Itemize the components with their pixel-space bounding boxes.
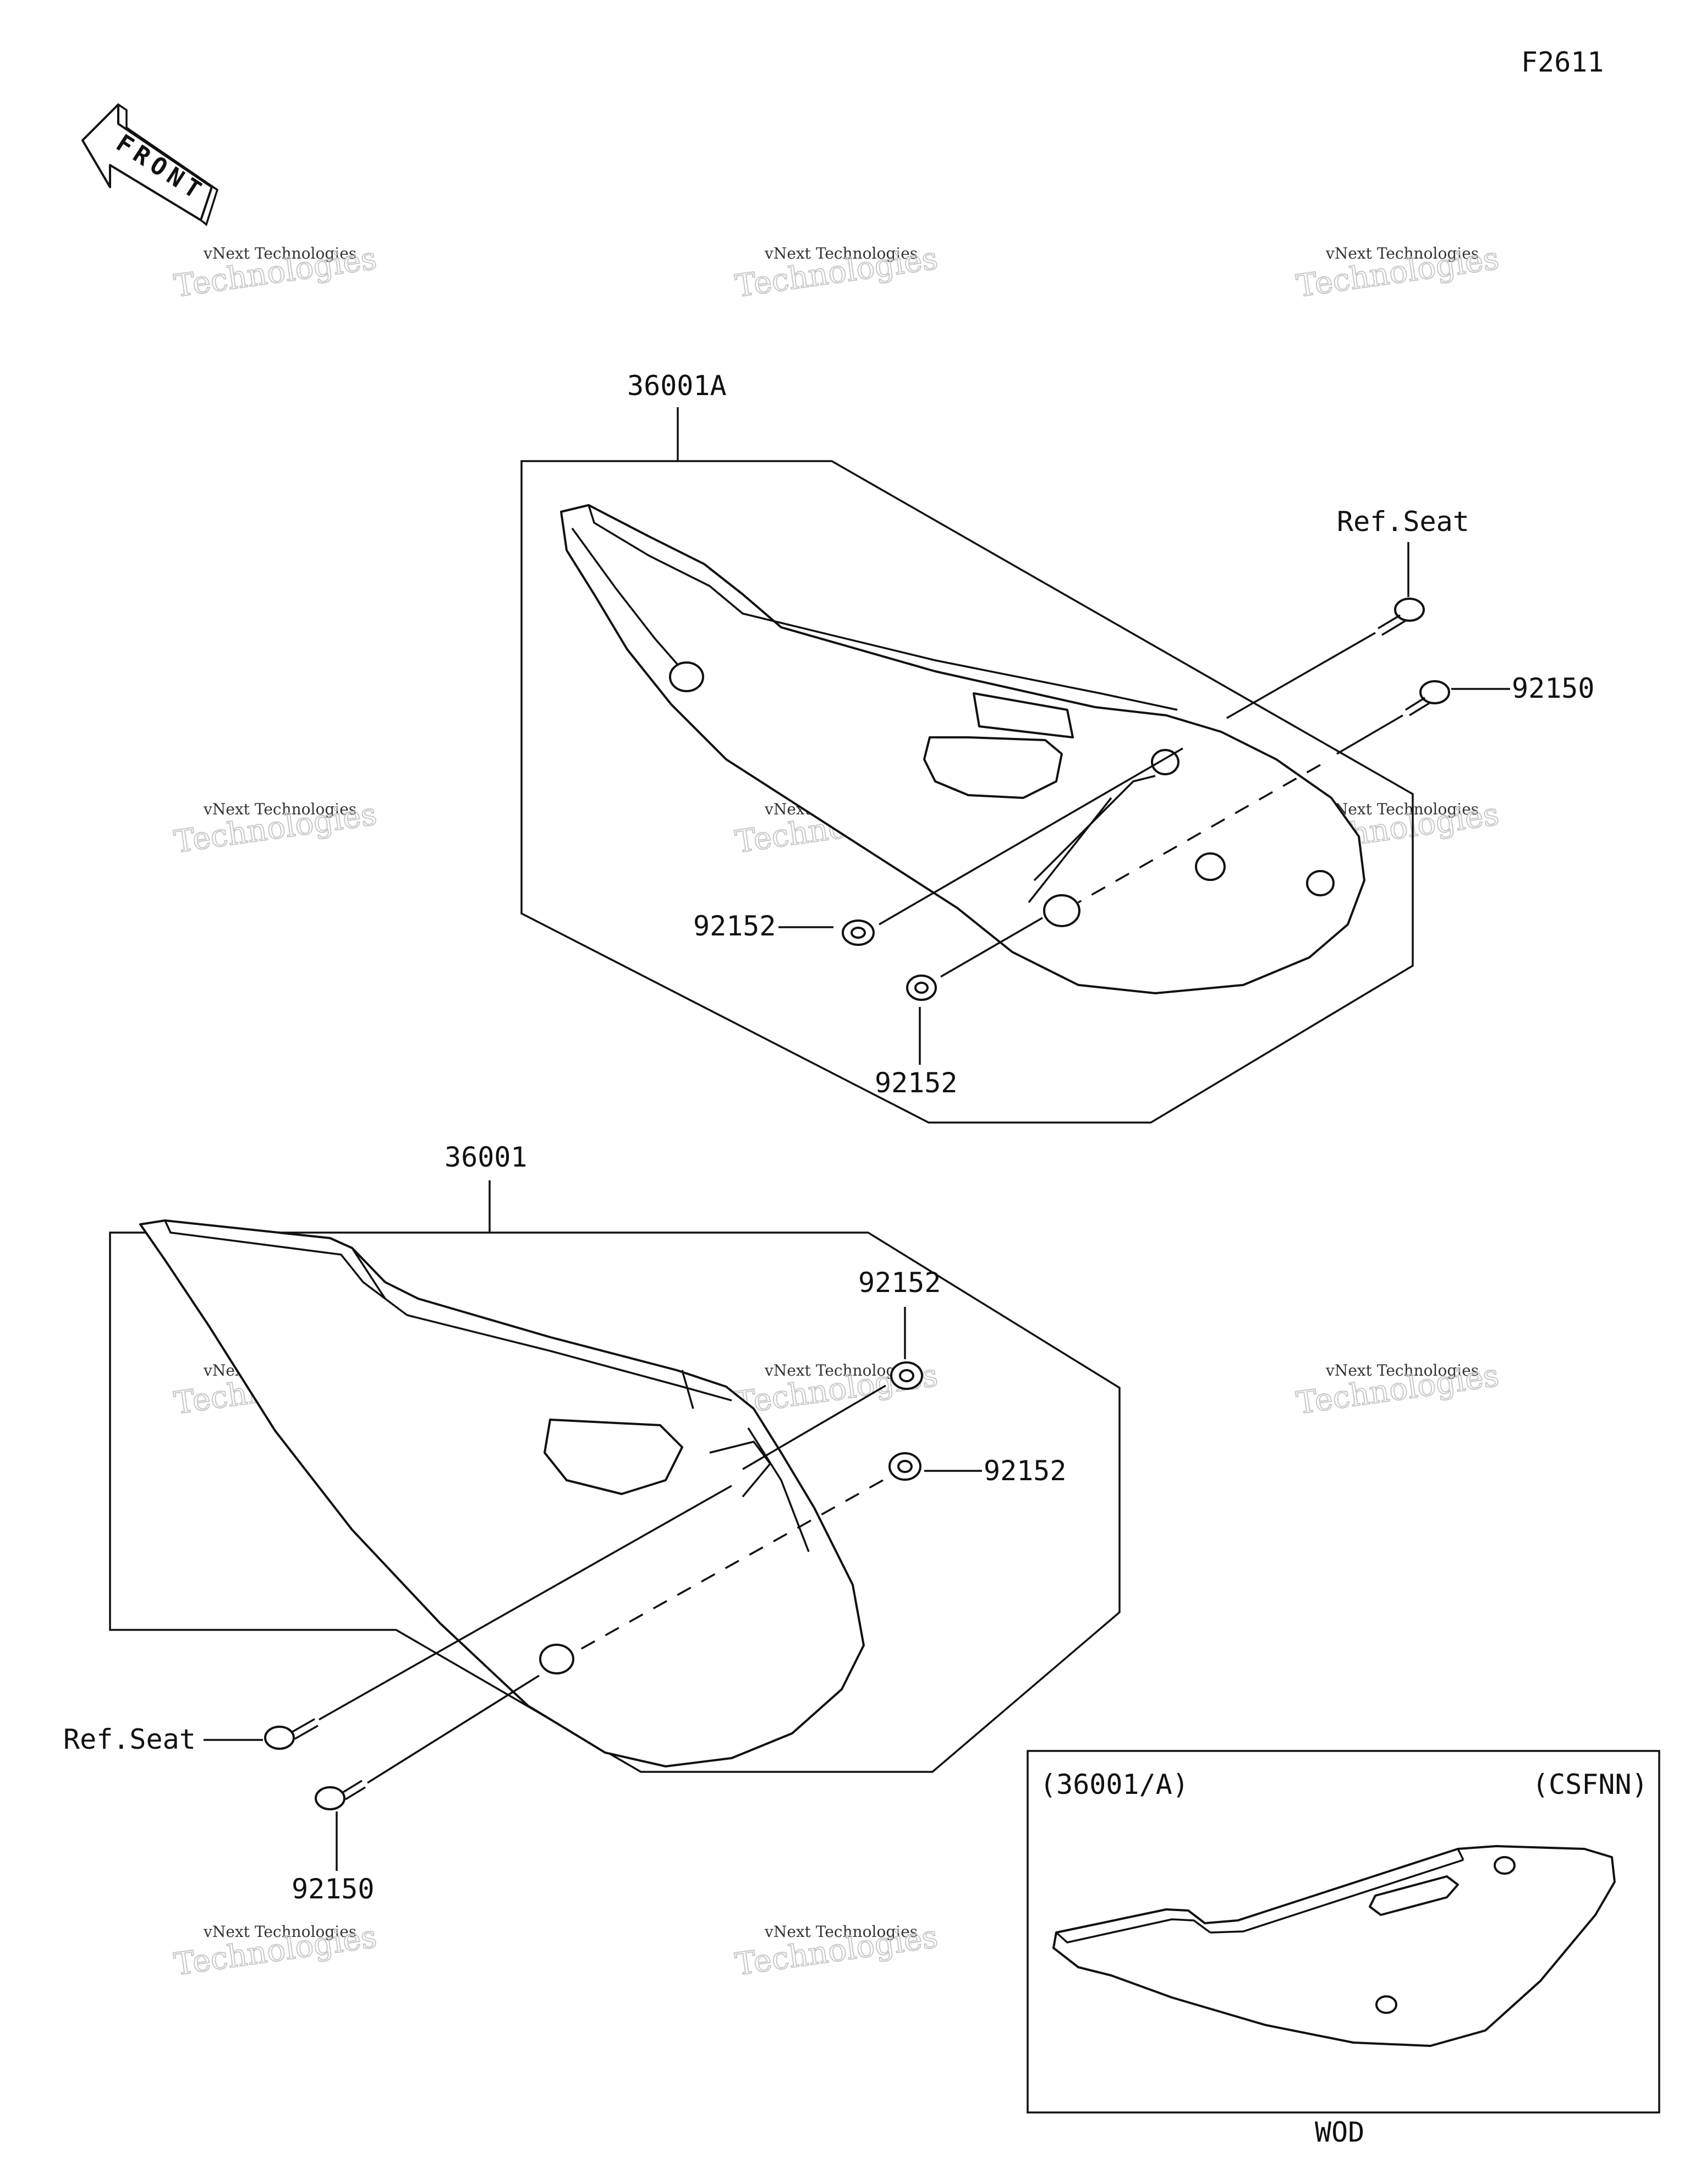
washer-92152-a-left <box>842 919 875 946</box>
callout-92152-a-left: 92152 <box>693 910 776 942</box>
inset-right-label: (CSFNN) <box>1532 1769 1648 1800</box>
inset-panel: (36001/A) (CSFNN) WOD <box>1027 1750 1660 2148</box>
watermarks: vNext Technologies Technologies vNext Te… <box>172 240 1502 1983</box>
watermark-small: vNext Technologies <box>203 800 356 818</box>
group-box-36001 <box>109 1231 1121 1773</box>
bolt-ref-seat-b <box>264 1718 319 1750</box>
callout-92152-a-bottom: 92152 <box>875 1067 958 1099</box>
callout-92150-b: 92150 <box>292 1873 375 1905</box>
bolt-ref-seat-a <box>1378 598 1425 636</box>
watermark-small: vNext Technologies <box>764 244 918 262</box>
bolt-92150-b <box>315 1780 366 1810</box>
watermark-small: vNext Technologies <box>203 1923 356 1941</box>
assembly-36001: 36001 92152 92152 <box>63 1141 1121 1905</box>
inset-left-label: (36001/A) <box>1040 1769 1189 1800</box>
callout-36001a: 36001A <box>627 370 727 402</box>
inset-caption: WOD <box>1315 2116 1364 2148</box>
washer-92152-b-top <box>890 1361 923 1390</box>
watermark-small: vNext Technologies <box>1325 1361 1479 1380</box>
watermark-small: vNext Technologies <box>1325 800 1479 818</box>
watermark-small: vNext Technologies <box>764 1923 918 1941</box>
callout-92150-a: 92150 <box>1512 672 1595 704</box>
watermark-small: vNext Technologies <box>1325 244 1479 262</box>
bolt-92150-a <box>1405 680 1450 716</box>
figure-code: F2611 <box>1521 46 1604 78</box>
inset-frame <box>1027 1750 1660 2114</box>
washer-92152-a-bottom <box>906 975 937 1001</box>
watermark-small: vNext Technologies <box>203 244 356 262</box>
washer-92152-b-right <box>888 1452 921 1481</box>
callout-92152-b-top: 92152 <box>858 1267 941 1299</box>
inset-side-cover <box>1052 1845 1616 2047</box>
group-box-36001a <box>520 460 1414 1124</box>
callout-36001: 36001 <box>445 1141 528 1173</box>
side-cover-36001a <box>560 504 1365 994</box>
side-cover-36001 <box>139 1219 865 1767</box>
front-arrow-icon: FRONT <box>81 103 219 226</box>
callout-92152-b-right: 92152 <box>984 1455 1067 1487</box>
callout-ref-seat-b: Ref.Seat <box>63 1723 196 1755</box>
assembly-36001a: 36001A Ref.Seat <box>520 370 1595 1124</box>
callout-ref-seat-a: Ref.Seat <box>1337 506 1469 538</box>
